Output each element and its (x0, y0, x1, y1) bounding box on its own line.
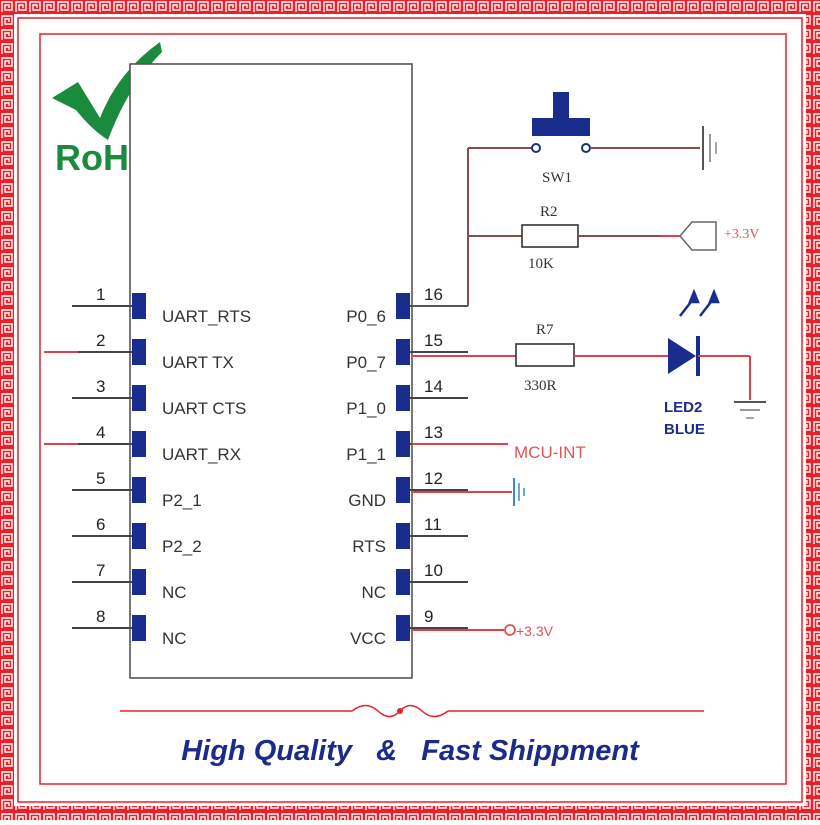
led-diode-icon (668, 338, 696, 374)
pin-pad (132, 339, 146, 365)
pin-number: 8 (96, 607, 105, 626)
pin-label: RTS (352, 537, 386, 556)
pin-pad (396, 615, 410, 641)
power-r2-label: +3.3V (724, 227, 760, 242)
pin-pad (396, 385, 410, 411)
pin-left-6: 6P2_2 (72, 515, 202, 556)
pin-label: P1_0 (346, 399, 386, 418)
pin-pad (132, 385, 146, 411)
light-emission-icon (679, 288, 720, 317)
pin-label: NC (162, 583, 187, 602)
r2-value: 10K (528, 256, 554, 272)
sw1-label: SW1 (542, 170, 572, 186)
vcc-net: +3.3V (412, 623, 554, 639)
pin-label: P1_1 (346, 445, 386, 464)
r7-ref: R7 (536, 322, 554, 338)
pin-pad (132, 293, 146, 319)
pin-number: 13 (424, 423, 443, 442)
led-color: BLUE (664, 421, 705, 438)
pin-number: 10 (424, 561, 443, 580)
pin-label: VCC (350, 629, 386, 648)
pin-pad (132, 523, 146, 549)
pin-pad (396, 431, 410, 457)
pin-number: 12 (424, 469, 443, 488)
pin-label: P0_6 (346, 307, 386, 326)
pin-pad (132, 477, 146, 503)
gnd-net (412, 478, 525, 506)
pin-left-5: 5P2_1 (72, 469, 202, 510)
led2: LED2 BLUE (664, 288, 766, 438)
pin-number: 4 (96, 423, 105, 442)
footer-tagline: High Quality & Fast Shippment (181, 735, 640, 767)
pin-label: P0_7 (346, 353, 386, 372)
pin-number: 14 (424, 377, 443, 396)
pin-label: UART CTS (162, 399, 246, 418)
pin-number: 9 (424, 607, 433, 626)
pin-pad (396, 293, 410, 319)
pin-pad (396, 569, 410, 595)
footer-divider (120, 704, 704, 718)
switch-sw1: SW1 (467, 92, 717, 306)
led-ref: LED2 (664, 399, 702, 416)
pin-pad (396, 523, 410, 549)
pin-pad (132, 569, 146, 595)
pin-left-8: 8NC (72, 607, 187, 648)
pin-pad (396, 477, 410, 503)
pin-label: UART TX (162, 353, 234, 372)
ground-icon (702, 126, 717, 170)
pin-label: GND (348, 491, 386, 510)
power-port-icon (679, 221, 717, 251)
ground-icon (734, 401, 766, 419)
pin-label: UART_RX (162, 445, 241, 464)
vcc-power-label: +3.3V (516, 623, 554, 639)
pin-pad (132, 431, 146, 457)
mcu-int-label: MCU-INT (514, 443, 586, 462)
resistor-r7: R7 330R (412, 322, 668, 394)
pin-number: 2 (96, 331, 105, 350)
pin-pad (396, 339, 410, 365)
power-port-icon (504, 624, 516, 636)
pin-number: 11 (424, 515, 442, 534)
resistor-r2: R2 10K +3.3V (468, 204, 760, 272)
pin-number: 7 (96, 561, 105, 580)
ground-icon (513, 478, 525, 506)
pin-number: 3 (96, 377, 105, 396)
pin-number: 5 (96, 469, 105, 488)
mcu-int-net: MCU-INT (412, 443, 586, 462)
pin-label: NC (162, 629, 187, 648)
pin-number: 1 (96, 285, 105, 304)
pin-label: P2_1 (162, 491, 202, 510)
pin-pad (132, 615, 146, 641)
pin-number: 15 (424, 331, 443, 350)
pin-number: 6 (96, 515, 105, 534)
r7-value: 330R (524, 378, 557, 394)
pin-label: UART_RTS (162, 307, 251, 326)
pin-label: NC (361, 583, 386, 602)
r2-ref: R2 (540, 204, 558, 220)
pin-left-7: 7NC (72, 561, 187, 602)
pin-label: P2_2 (162, 537, 202, 556)
module-body (129, 63, 413, 679)
pin-number: 16 (424, 285, 443, 304)
